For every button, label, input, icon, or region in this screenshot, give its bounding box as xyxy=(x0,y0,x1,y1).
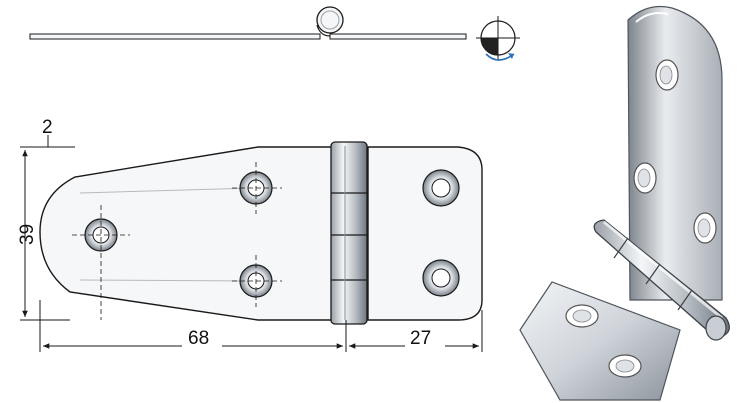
mounting-hole xyxy=(422,169,460,207)
thickness-label: 2 xyxy=(42,117,53,138)
mounting-hole xyxy=(608,354,642,378)
front-view xyxy=(39,141,483,325)
hinge-knuckle xyxy=(330,141,368,325)
hinge-product-photo xyxy=(519,5,730,401)
long-leaf-length-label: 68 xyxy=(188,328,209,349)
dimension-short-leaf: 27 xyxy=(349,310,483,352)
mounting-hole xyxy=(232,255,282,307)
mounting-hole xyxy=(565,304,599,328)
mounting-hole xyxy=(633,162,657,194)
dimension-long-leaf: 68 xyxy=(39,300,347,352)
quadrant-rotation-icon xyxy=(476,16,520,61)
dimension-thickness: 2 xyxy=(22,117,75,148)
mounting-hole xyxy=(655,59,679,91)
short-leaf-length-label: 27 xyxy=(410,328,431,349)
mounting-hole xyxy=(72,205,130,320)
hinge-knuckle xyxy=(593,219,730,341)
side-view xyxy=(29,6,467,40)
mounting-hole xyxy=(232,162,282,214)
dimension-height: 39 xyxy=(17,146,70,321)
height-label: 39 xyxy=(17,224,38,245)
mounting-hole xyxy=(422,259,460,297)
mounting-hole xyxy=(693,212,717,244)
